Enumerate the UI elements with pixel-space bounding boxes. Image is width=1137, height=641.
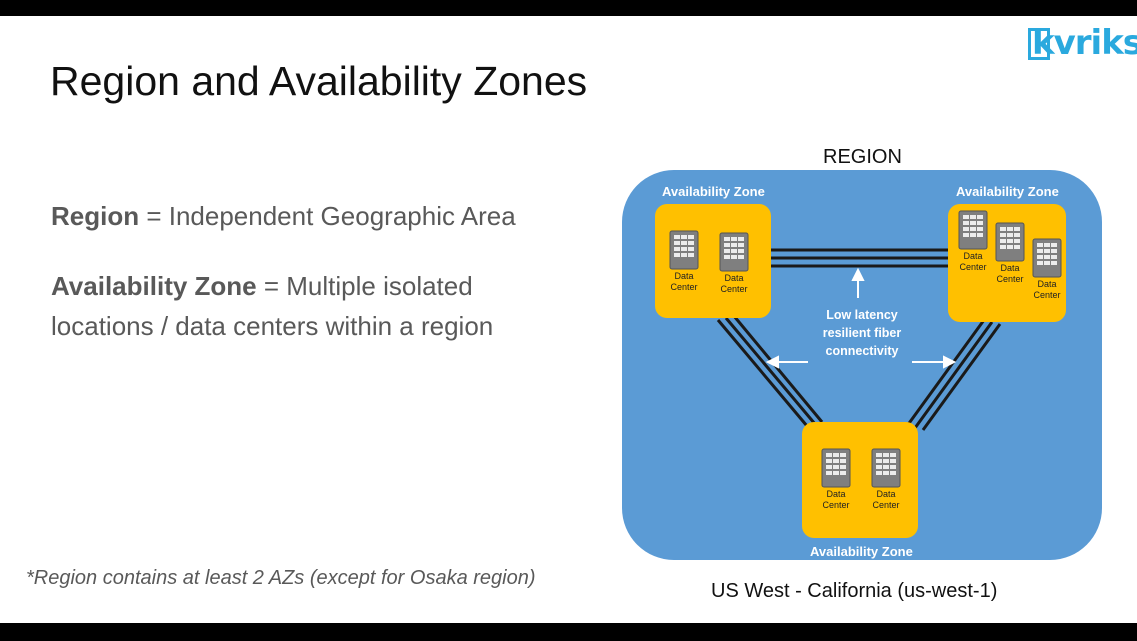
bullet-region: Region = Independent Geographic Area xyxy=(51,201,516,232)
logo-text: kvriksh xyxy=(1032,23,1137,63)
az-label-right: Availability Zone xyxy=(956,184,1059,199)
fiber-links xyxy=(716,248,1002,431)
dc-label-line1: Data xyxy=(1000,263,1020,273)
dc-label-line2: Center xyxy=(959,262,987,272)
bullet-az-term: Availability Zone xyxy=(51,271,257,301)
arrow-up-head xyxy=(851,267,865,281)
link-left-bottom-a xyxy=(716,319,809,427)
kvriksh-logo: kvriksh xyxy=(1028,23,1137,64)
server-icon xyxy=(719,232,749,272)
az-label-left: Availability Zone xyxy=(662,184,765,199)
dc-label-line2: Center xyxy=(872,500,900,510)
region-caption: US West - California (us-west-1) xyxy=(711,580,998,602)
bullet-region-term: Region xyxy=(51,201,140,231)
server-icon xyxy=(1032,238,1062,278)
bullet-region-text: = Independent Geographic Area xyxy=(139,201,516,231)
dc-label-line1: Data xyxy=(826,489,846,499)
arrow-left-head xyxy=(765,355,779,369)
dc-label-line2: Center xyxy=(996,274,1024,284)
dc-label-line1: Data xyxy=(876,489,896,499)
footnote: *Region contains at least 2 AZs (except … xyxy=(26,567,536,589)
server-icon xyxy=(871,448,901,488)
dc-label-line2: Center xyxy=(822,500,850,510)
dc-label-line2: Center xyxy=(720,284,748,294)
bullet-availability-zone: Availability Zone = Multiple isolated lo… xyxy=(51,266,571,346)
slide-title: Region and Availability Zones xyxy=(50,58,588,104)
link-left-bottom-c xyxy=(732,315,824,423)
latency-label: Low latency resilient fiber connectivity xyxy=(810,306,914,360)
dc-label-line1: Data xyxy=(1037,279,1057,289)
dc-label-line1: Data xyxy=(724,273,744,283)
latency-line-3: connectivity xyxy=(825,344,899,358)
latency-line-1: Low latency xyxy=(826,308,898,322)
link-left-bottom-b xyxy=(724,317,817,425)
server-icon xyxy=(669,230,699,270)
region-label: REGION xyxy=(823,146,902,168)
server-icon xyxy=(958,210,988,250)
link-right-bottom-a xyxy=(905,319,986,427)
dc-label-line2: Center xyxy=(670,282,698,292)
dc-label-line2: Center xyxy=(1033,290,1061,300)
bullet-az-text: = Multiple isolated locations / data cen… xyxy=(51,271,494,341)
arrow-right-head xyxy=(943,355,957,369)
server-icon xyxy=(995,222,1025,262)
dc-label-line1: Data xyxy=(963,251,983,261)
server-icon xyxy=(821,448,851,488)
latency-line-2: resilient fiber xyxy=(822,326,902,340)
slide: kvriksh Region and Availability Zones Re… xyxy=(0,16,1137,623)
link-right-bottom-b xyxy=(913,321,994,429)
dc-label-line1: Data xyxy=(674,271,694,281)
link-right-bottom-c xyxy=(921,323,1002,431)
logo-k-box xyxy=(1028,28,1050,60)
az-label-bottom: Availability Zone xyxy=(810,544,913,559)
